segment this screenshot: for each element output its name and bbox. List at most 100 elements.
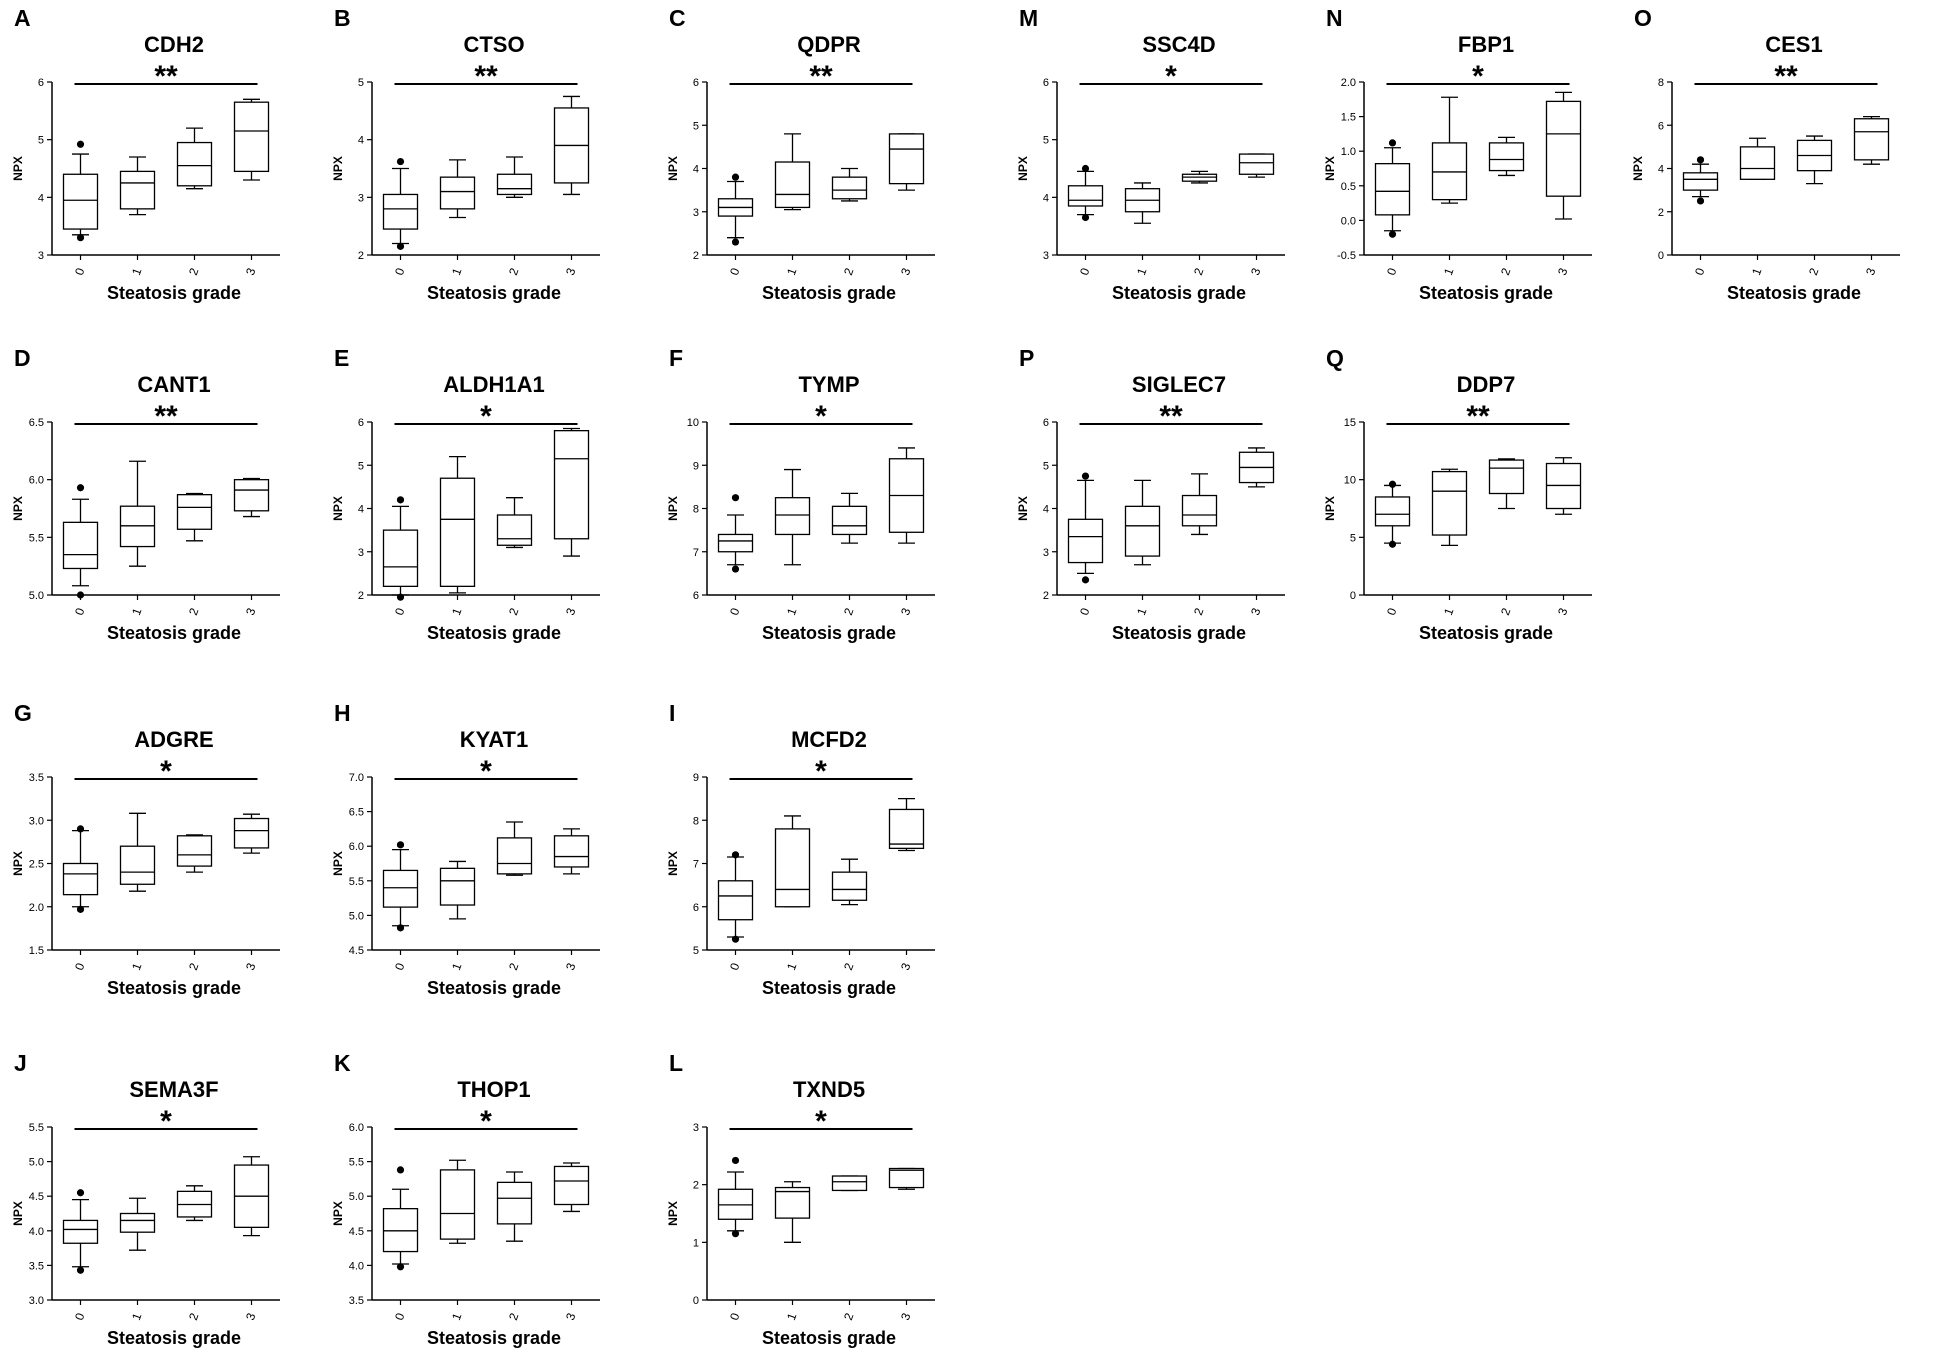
chart-title: TXND5 xyxy=(793,1077,865,1102)
x-axis-label: Steatosis grade xyxy=(107,1328,241,1348)
y-tick-label: 4 xyxy=(358,135,364,147)
x-tick-label: 3 xyxy=(563,1311,579,1322)
y-tick-label: 4 xyxy=(358,504,364,516)
y-tick-label: 9 xyxy=(693,460,699,472)
box-iqr xyxy=(831,505,868,536)
box-iqr xyxy=(233,817,270,849)
x-axis-label: Steatosis grade xyxy=(762,1328,896,1348)
box-3 xyxy=(233,813,270,854)
box-3 xyxy=(553,95,590,196)
x-tick-label: 2 xyxy=(1806,266,1822,277)
y-tick-label: 1 xyxy=(693,1237,699,1249)
significance-label: * xyxy=(480,755,492,788)
y-tick-label: 8 xyxy=(1658,77,1664,89)
x-axis-label: Steatosis grade xyxy=(1419,623,1553,643)
panel-letter: Q xyxy=(1326,345,1344,371)
box-0 xyxy=(1682,156,1719,205)
box-iqr xyxy=(62,862,99,896)
y-tick-label: 3.5 xyxy=(29,1260,44,1272)
box-3 xyxy=(1545,457,1582,515)
x-tick-label: 1 xyxy=(449,266,465,277)
box-iqr xyxy=(439,477,476,588)
x-tick-label: 2 xyxy=(186,266,202,277)
box-iqr xyxy=(774,1186,811,1219)
outlier-point xyxy=(396,841,405,849)
y-tick-label: 3 xyxy=(693,1122,699,1134)
y-tick-label: 3 xyxy=(358,547,364,559)
box-iqr xyxy=(496,173,533,196)
significance-label: ** xyxy=(154,60,178,93)
x-tick-label: 1 xyxy=(1441,266,1457,277)
outlier-point xyxy=(396,593,405,601)
y-tick-label: 6 xyxy=(1043,77,1049,89)
significance-label: ** xyxy=(1774,60,1798,93)
x-tick-label: 3 xyxy=(243,606,259,617)
y-tick-label: 4 xyxy=(38,192,44,204)
x-tick-label: 1 xyxy=(784,961,800,972)
y-tick-label: 2.5 xyxy=(29,859,44,871)
x-axis-label: Steatosis grade xyxy=(427,283,561,303)
significance-label: ** xyxy=(474,60,498,93)
y-axis-label: NPX xyxy=(11,851,25,876)
box-2 xyxy=(1181,473,1218,536)
box-iqr xyxy=(496,514,533,546)
significance-label: ** xyxy=(1159,400,1183,433)
x-tick-label: 0 xyxy=(727,961,743,972)
y-tick-label: 2 xyxy=(1043,590,1049,602)
outlier-point xyxy=(396,1263,405,1271)
y-axis-label: NPX xyxy=(11,1201,25,1226)
outlier-point xyxy=(731,1230,740,1238)
y-tick-label: 5 xyxy=(1043,135,1049,147)
box-iqr xyxy=(176,835,213,867)
x-tick-label: 0 xyxy=(72,961,88,972)
x-tick-label: 0 xyxy=(727,606,743,617)
y-tick-label: 8 xyxy=(693,504,699,516)
outlier-point xyxy=(1081,576,1090,584)
y-tick-label: 2 xyxy=(358,250,364,262)
panel-letter: K xyxy=(334,1050,351,1076)
box-2 xyxy=(831,1175,868,1192)
y-axis-label: NPX xyxy=(666,156,680,181)
box-iqr xyxy=(831,871,868,901)
box-3 xyxy=(888,447,925,544)
box-2 xyxy=(1488,136,1525,177)
outlier-point xyxy=(396,924,405,932)
box-0 xyxy=(1067,472,1104,584)
y-tick-label: 1.5 xyxy=(1341,112,1356,124)
y-tick-label: 0.5 xyxy=(1341,181,1356,193)
chart-title: DDP7 xyxy=(1457,372,1516,397)
x-tick-label: 1 xyxy=(449,606,465,617)
x-tick-label: 2 xyxy=(1191,606,1207,617)
box-iqr xyxy=(382,529,419,587)
box-1 xyxy=(1431,468,1468,547)
outlier-point xyxy=(731,494,740,502)
box-1 xyxy=(1739,137,1776,180)
x-tick-label: 1 xyxy=(129,1311,145,1322)
x-tick-label: 0 xyxy=(1077,606,1093,617)
outlier-point xyxy=(76,140,85,148)
chart-title: THOP1 xyxy=(457,1077,530,1102)
outlier-point xyxy=(1388,480,1397,488)
box-iqr xyxy=(1181,494,1218,527)
x-tick-label: 1 xyxy=(1749,266,1765,277)
outlier-point xyxy=(731,935,740,943)
significance-label: ** xyxy=(809,60,833,93)
y-tick-label: 4.0 xyxy=(349,1260,364,1272)
y-tick-label: 5.5 xyxy=(349,876,364,888)
box-iqr xyxy=(439,867,476,906)
y-tick-label: 3.5 xyxy=(29,772,44,784)
x-tick-label: 0 xyxy=(72,606,88,617)
panel-letter: E xyxy=(334,345,349,371)
box-2 xyxy=(831,492,868,544)
y-tick-label: 5.0 xyxy=(349,910,364,922)
box-0 xyxy=(1374,480,1411,548)
significance-label: * xyxy=(160,1105,172,1138)
chart-title: QDPR xyxy=(797,32,861,57)
outlier-point xyxy=(731,238,740,246)
box-0 xyxy=(717,851,754,943)
box-3 xyxy=(1238,153,1275,178)
